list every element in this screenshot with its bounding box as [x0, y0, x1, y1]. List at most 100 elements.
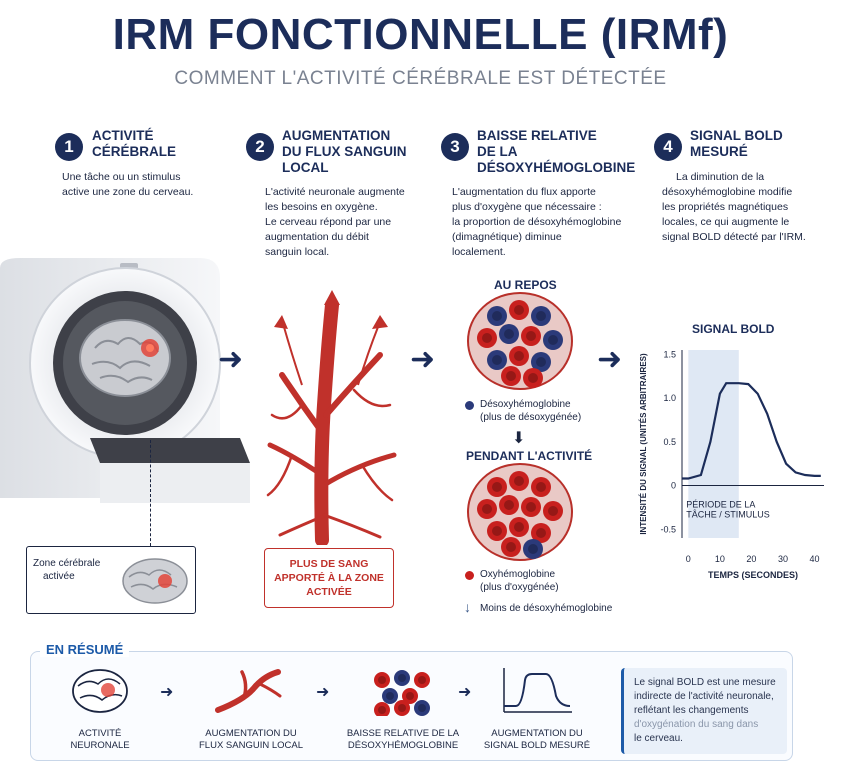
stimulus-label-line: TÂCHE / STIMULUS: [686, 509, 770, 519]
oxy-cell: [414, 672, 430, 688]
step-2-body-line: Le cerveau répond par une: [265, 216, 392, 228]
step-1-title-line: ACTIVITÉ: [92, 128, 154, 143]
summary-note: Le signal BOLD est une mesure indirecte …: [621, 668, 787, 754]
x-tick-label: 0: [686, 554, 691, 564]
oxy-cell-center: [514, 305, 524, 315]
activated-zone-label-line: Zone cérébrale: [33, 558, 101, 569]
oxy-cell-center: [514, 476, 524, 486]
deoxy-cell-center: [492, 311, 502, 321]
summary-item-2: AUGMENTATION DU FLUX SANGUIN LOCAL: [196, 728, 306, 752]
brain-icon: [72, 669, 128, 713]
oxy-cell-center: [526, 502, 536, 512]
oxy-legend-line: Oxyhémoglobine: [480, 569, 556, 580]
y-tick-label: 1.5: [663, 349, 676, 359]
deoxy-cell: [523, 539, 543, 559]
step-2-body-line: augmentation du débit: [265, 231, 369, 243]
main-vessel: [314, 298, 339, 545]
more-blood-box: PLUS DE SANG APPORTÉ À LA ZONE ACTIVÉE: [264, 548, 394, 608]
step-3-title-line: BAISSE RELATIVE: [477, 128, 597, 143]
mri-scanner-illustration: [0, 258, 250, 503]
arrow-right-icon: ➜: [410, 343, 436, 376]
step-2-body-line: L'activité neuronale augmente: [265, 186, 405, 198]
summary-item-line: AUGMENTATION DU: [205, 728, 297, 739]
oxy-cell: [521, 326, 541, 346]
activated-zone-callout: Zone cérébrale activée: [26, 546, 196, 614]
summary-item-4: AUGMENTATION DU SIGNAL BOLD MESURÉ: [480, 728, 594, 752]
oxy-cell: [487, 521, 507, 541]
less-deoxy-label: Moins de désoxyhémoglobine: [480, 603, 613, 614]
arrow-right-icon: ➜: [597, 343, 623, 376]
stimulus-label-line: PÉRIODE DE LA: [686, 499, 755, 509]
chart-title: SIGNAL BOLD: [692, 322, 775, 336]
summary-item-1: ACTIVITÉ NEURONALE: [58, 728, 142, 752]
step-4-body: La diminution de la désoxyhémoglobine mo…: [662, 170, 806, 245]
oxy-cell-center: [482, 333, 492, 343]
summary-note-line: d'oxygénation du sang dans: [634, 719, 759, 730]
step-1-number: 1: [55, 133, 83, 161]
deoxy-cell: [543, 330, 563, 350]
activated-zone-label-line: activée: [43, 571, 75, 582]
step-2-title-line: LOCAL: [282, 160, 329, 175]
callout-leader-line: [150, 440, 151, 546]
deoxy-cell: [382, 688, 398, 704]
summary-item-3: BAISSE RELATIVE DE LA DÉSOXYHÉMOGLOBINE: [344, 728, 462, 752]
step-3-title-line: DÉSOXYHÉMOGLOBINE: [477, 160, 636, 175]
arrow-right-icon: ➜: [160, 684, 174, 701]
y-tick-label: -0.5: [660, 524, 676, 534]
oxy-cell-center: [528, 373, 538, 383]
deoxy-cell: [531, 306, 551, 326]
deoxy-cell-center: [504, 329, 514, 339]
step-4-number: 4: [654, 133, 682, 161]
step-2-body-line: les besoins en oxygène.: [265, 201, 378, 213]
deoxy-cell: [414, 700, 430, 716]
x-tick-label: 30: [778, 554, 788, 564]
oxy-cell: [394, 700, 410, 716]
deoxy-legend-line: Désoxyhémoglobine: [480, 399, 571, 410]
summary-note-line: reflétant les changements: [634, 705, 749, 716]
cells-during-activity-illustration: [467, 463, 573, 561]
step-4-body-line: locales, ce qui augmente le: [662, 216, 790, 228]
step-2-body-line: sanguin local.: [265, 246, 330, 258]
deoxy-cell: [499, 324, 519, 344]
more-blood-line: PLUS DE SANG: [289, 558, 369, 570]
oxy-cell: [477, 328, 497, 348]
step-1-title-line: CÉRÉBRALE: [92, 144, 177, 159]
x-tick-label: 20: [746, 554, 756, 564]
oxy-cell-center: [418, 676, 426, 684]
oxy-cell-center: [406, 692, 414, 700]
oxy-cell-center: [536, 482, 546, 492]
deoxy-cell: [394, 670, 410, 686]
oxy-cell: [487, 477, 507, 497]
deoxy-legend-line: (plus de désoxygénée): [480, 412, 582, 423]
summary-item-line: SIGNAL BOLD MESURÉ: [483, 740, 591, 751]
x-tick-label: 10: [715, 554, 725, 564]
oxy-cell: [509, 517, 529, 537]
summary-note-line: le cerveau.: [634, 733, 683, 744]
step-3-body-line: (dimagnétique) diminue: [452, 231, 562, 243]
step-3-body-line: la proportion de désoxyhémoglobine: [452, 216, 622, 228]
step-2-number: 2: [246, 133, 274, 161]
scanner-table-base: [100, 463, 250, 503]
bold-curve-icon: [503, 668, 572, 713]
oxy-cell: [374, 672, 390, 688]
step-1-body-line: active une zone du cerveau.: [62, 186, 194, 198]
step-3-body: L'augmentation du flux apporte plus d'ox…: [452, 185, 621, 260]
oxy-cell: [509, 300, 529, 320]
summary-item-line: NEURONALE: [70, 740, 130, 751]
deoxy-cell: [487, 306, 507, 326]
oxy-legend-line: (plus d'oxygénée): [480, 582, 559, 593]
arrow-right-icon: ➜: [316, 684, 330, 701]
oxy-cell-center: [506, 542, 516, 552]
deoxy-legend: Désoxyhémoglobine (plus de désoxygénée): [480, 398, 581, 424]
oxy-cell-center: [506, 371, 516, 381]
arrow-down-icon: ↓: [464, 599, 471, 615]
deoxy-cell-center: [418, 704, 426, 712]
step-1-title: ACTIVITÉ CÉRÉBRALE: [92, 128, 176, 160]
deoxy-cell-center: [536, 311, 546, 321]
oxy-cell-center: [504, 500, 514, 510]
stimulus-band: [688, 350, 739, 538]
oxy-legend-dot: [465, 571, 474, 580]
step-3-body-line: plus d'oxygène que nécessaire :: [452, 201, 602, 213]
step-3-body-line: L'augmentation du flux apporte: [452, 186, 596, 198]
deoxy-cell-center: [548, 335, 558, 345]
